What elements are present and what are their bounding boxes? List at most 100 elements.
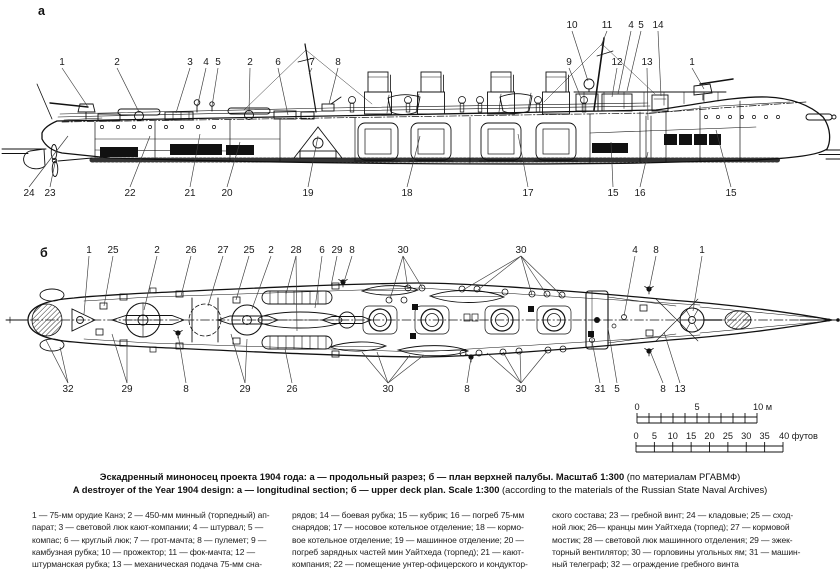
scalebar-metric-label: 5 bbox=[694, 402, 699, 412]
funnel-ring-icon bbox=[420, 308, 444, 332]
callout: 4 bbox=[617, 20, 634, 95]
callout-leader-line bbox=[639, 151, 649, 188]
caption-ru-note: (по материалам РГАВМФ) bbox=[624, 471, 741, 482]
callout: 16 bbox=[634, 151, 649, 199]
callout-leader-line bbox=[657, 30, 662, 97]
machine-gun-icon bbox=[644, 348, 650, 352]
coal-scuttle-icon bbox=[400, 296, 408, 304]
callout-leader-line bbox=[691, 67, 705, 90]
scalebar-metric-label: 0 bbox=[634, 402, 639, 412]
coal-scuttle-icon bbox=[475, 349, 483, 357]
callout-leader-line bbox=[230, 333, 246, 384]
coal-scuttle-icon bbox=[404, 284, 412, 292]
callout-leader-line bbox=[486, 352, 522, 384]
scalebar-feet-label: 10 bbox=[668, 431, 678, 441]
callout: 2 bbox=[114, 57, 140, 113]
funnel-base bbox=[487, 91, 515, 115]
gun-platform-spoke bbox=[693, 322, 699, 331]
funnel-base bbox=[364, 91, 392, 115]
scalebar-feet-label: 0 bbox=[633, 431, 638, 441]
funnel-ring-icon bbox=[542, 308, 566, 332]
callout-leader-line bbox=[314, 255, 323, 309]
ventilator-stem bbox=[349, 102, 355, 113]
callout-leader-line bbox=[387, 354, 425, 384]
callout-leader-line bbox=[402, 255, 409, 290]
callout-number: 1 bbox=[86, 245, 92, 256]
callout-leader-line bbox=[59, 346, 69, 384]
funnel-ring-inner bbox=[425, 313, 439, 327]
ventilator-stem bbox=[477, 102, 483, 113]
scalebar-feet-label: 30 bbox=[741, 431, 751, 441]
porthole-icon bbox=[752, 115, 756, 119]
callout: 8 bbox=[649, 350, 666, 395]
callout-leader-line bbox=[330, 255, 338, 287]
callout-number: 27 bbox=[217, 245, 229, 256]
aft-bridge-platform bbox=[188, 297, 222, 343]
deck-hatch-icon bbox=[645, 329, 654, 337]
callout: 24 bbox=[23, 135, 69, 199]
callout-number: 15 bbox=[607, 188, 619, 199]
callout: 1 bbox=[689, 57, 705, 90]
porthole-icon bbox=[716, 115, 720, 119]
porthole-icon bbox=[180, 125, 184, 129]
view-a-label: а bbox=[38, 4, 46, 18]
scalebar-feet-label: 20 bbox=[704, 431, 714, 441]
callout-number: 29 bbox=[239, 384, 251, 395]
porthole-icon bbox=[728, 115, 732, 119]
callout-leader-line bbox=[520, 255, 548, 296]
machine-gun-icon bbox=[466, 354, 472, 358]
porthole-icon bbox=[212, 125, 216, 129]
callout-number: 4 bbox=[632, 245, 638, 256]
callout-leader-line bbox=[568, 67, 582, 99]
scalebar-feet-label: 5 bbox=[652, 431, 657, 441]
callout-leader-line bbox=[285, 255, 297, 295]
callout: 25 bbox=[103, 245, 119, 307]
callout-leader-line bbox=[129, 135, 151, 188]
callout-leader-line bbox=[611, 67, 618, 98]
vent-hatch-icon bbox=[588, 331, 594, 337]
callout-leader-line bbox=[177, 333, 187, 384]
callout-number: 8 bbox=[653, 245, 659, 256]
callout-number: 29 bbox=[121, 384, 133, 395]
funnel-icon bbox=[490, 71, 512, 93]
coal-bunker bbox=[694, 134, 707, 145]
callout-leader-line bbox=[103, 255, 114, 307]
machine-gun-icon bbox=[173, 330, 179, 334]
callout-leader-line bbox=[180, 255, 192, 297]
callout-number: 31 bbox=[594, 384, 606, 395]
callout-number: 24 bbox=[23, 188, 35, 199]
callout-leader-line bbox=[207, 255, 224, 307]
callout: 23 bbox=[44, 157, 57, 199]
caption-ru-main: Эскадренный миноносец проекта 1904 года:… bbox=[99, 471, 625, 482]
coal-bunker bbox=[226, 145, 254, 155]
callout-number: 8 bbox=[464, 384, 470, 395]
callout: 6 bbox=[314, 245, 325, 309]
boats-plan bbox=[328, 285, 506, 357]
callout: 12 bbox=[611, 57, 623, 98]
scalebar-feet-label: 40 футов bbox=[779, 431, 818, 441]
callout-leader-line bbox=[361, 351, 389, 384]
callout: 8 bbox=[648, 245, 659, 291]
callout: 29 bbox=[330, 245, 343, 287]
boiler-inner bbox=[417, 128, 445, 155]
callout-leader-line bbox=[623, 255, 636, 317]
legend-column-3: ского состава; 23 — гребной винт; 24 — к… bbox=[552, 510, 801, 570]
callout: 1 bbox=[59, 57, 89, 108]
funnel-ring-inner bbox=[547, 313, 561, 327]
callout-number: 30 bbox=[515, 245, 527, 256]
callout: 14 bbox=[652, 20, 664, 97]
callout-leader-line bbox=[307, 135, 319, 188]
callout-number: 4 bbox=[628, 20, 634, 31]
porthole-icon bbox=[704, 115, 708, 119]
callout-number: 25 bbox=[107, 245, 119, 256]
porthole-icon bbox=[776, 115, 780, 119]
stern-propeller-guard bbox=[5, 288, 97, 352]
callout-leader-line bbox=[610, 141, 614, 188]
coal-scuttle-icon bbox=[559, 345, 567, 353]
callout-leader-line bbox=[646, 67, 649, 121]
ventilator-cowl-icon bbox=[404, 96, 412, 104]
coal-scuttle-icon bbox=[418, 284, 426, 292]
callout: 25 bbox=[235, 245, 255, 301]
